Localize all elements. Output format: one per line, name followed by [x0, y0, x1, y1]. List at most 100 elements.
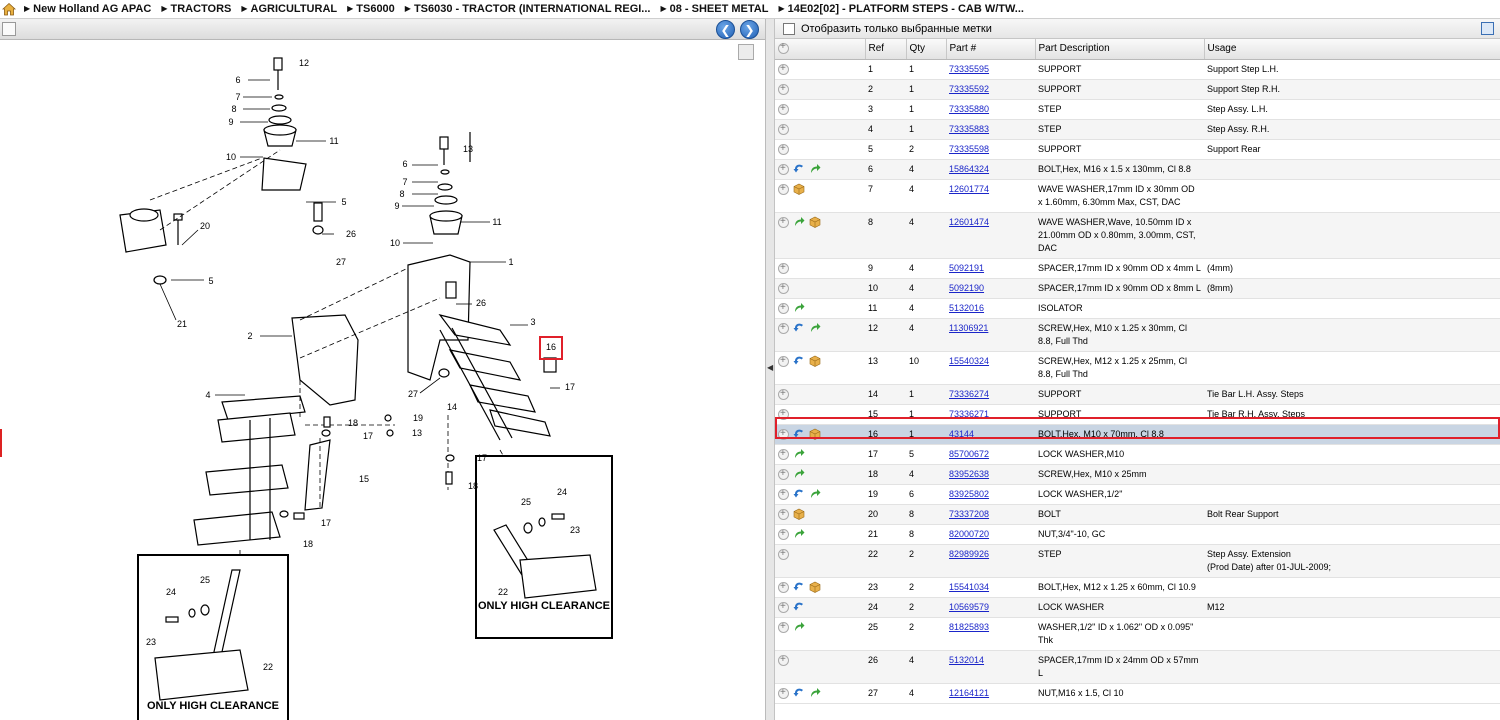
callout-27b[interactable]: 27 — [408, 389, 418, 399]
row-actions[interactable] — [775, 258, 865, 279]
package-icon[interactable] — [793, 183, 805, 195]
callout-7[interactable]: 7 — [235, 92, 240, 102]
forward-arrow-icon[interactable] — [793, 302, 805, 314]
callout-18c[interactable]: 18 — [303, 539, 313, 549]
part-number-link[interactable]: 73335598 — [949, 143, 990, 154]
add-to-cart-icon[interactable] — [778, 182, 789, 195]
header-part[interactable]: Part # — [946, 39, 1036, 60]
replace-arrow-icon[interactable] — [793, 601, 805, 613]
row-actions[interactable] — [775, 159, 865, 180]
callout-3[interactable]: 3 — [530, 317, 535, 327]
row-actions[interactable] — [775, 179, 865, 213]
breadcrumb-item[interactable]: 08 - SHEET METAL — [660, 3, 769, 15]
header-expand-all[interactable] — [775, 39, 866, 60]
callout-4[interactable]: 4 — [205, 390, 210, 400]
callout-26[interactable]: 26 — [346, 229, 356, 239]
forward-arrow-icon[interactable] — [809, 322, 821, 334]
row-actions[interactable] — [775, 298, 865, 319]
expand-all-icon[interactable] — [778, 41, 789, 55]
forward-arrow-icon[interactable] — [793, 621, 805, 633]
add-to-cart-icon[interactable] — [778, 447, 789, 460]
part-number-link[interactable]: 82989926 — [949, 548, 990, 559]
callout-21[interactable]: 21 — [177, 319, 187, 329]
part-number-link[interactable]: 85700672 — [949, 448, 990, 459]
forward-arrow-icon[interactable] — [809, 687, 821, 699]
add-to-cart-icon[interactable] — [778, 261, 789, 274]
replace-arrow-icon[interactable] — [793, 322, 805, 334]
forward-arrow-icon[interactable] — [793, 216, 805, 228]
callout-17b[interactable]: 17 — [363, 431, 373, 441]
callout-15[interactable]: 15 — [359, 474, 369, 484]
callout-6[interactable]: 6 — [235, 75, 240, 85]
row-actions[interactable] — [775, 597, 865, 618]
part-number-link[interactable]: 73336271 — [949, 408, 990, 419]
callout-9b[interactable]: 9 — [394, 201, 399, 211]
header-description[interactable]: Part Description — [1035, 39, 1205, 60]
row-actions[interactable] — [775, 119, 865, 140]
breadcrumb-item[interactable]: AGRICULTURAL — [241, 3, 338, 15]
part-number-link[interactable]: 12601474 — [949, 216, 990, 227]
row-actions[interactable] — [775, 544, 865, 578]
callout-11b[interactable]: 11 — [492, 217, 501, 227]
row-actions[interactable] — [775, 484, 865, 505]
part-number-link[interactable]: 73335883 — [949, 123, 990, 134]
part-number-link[interactable]: 11306921 — [949, 322, 989, 333]
callout-23b[interactable]: 23 — [146, 637, 156, 647]
callout-6b[interactable]: 6 — [402, 159, 407, 169]
package-icon[interactable] — [809, 355, 821, 367]
forward-arrow-icon[interactable] — [793, 528, 805, 540]
part-number-link[interactable]: 73337208 — [949, 508, 990, 519]
row-actions[interactable] — [775, 617, 865, 651]
callout-24[interactable]: 24 — [557, 487, 567, 497]
previous-page-button[interactable]: ❮ — [716, 20, 735, 39]
callout-22[interactable]: 22 — [498, 587, 508, 597]
row-actions[interactable] — [775, 384, 865, 405]
add-to-cart-icon[interactable] — [778, 102, 789, 115]
row-actions[interactable] — [775, 59, 865, 80]
callout-10[interactable]: 10 — [226, 152, 236, 162]
callout-22b[interactable]: 22 — [263, 662, 273, 672]
part-number-link[interactable]: 82000720 — [949, 528, 990, 539]
callout-17d[interactable]: 17 — [321, 518, 331, 528]
breadcrumb-item[interactable]: TS6000 — [347, 3, 395, 15]
row-actions[interactable] — [775, 444, 865, 465]
add-to-cart-icon[interactable] — [778, 354, 789, 367]
add-to-cart-icon[interactable] — [778, 467, 789, 480]
row-actions[interactable] — [775, 577, 865, 598]
replace-arrow-icon[interactable] — [793, 428, 805, 440]
callout-10b[interactable]: 10 — [390, 238, 400, 248]
add-to-cart-icon[interactable] — [778, 427, 789, 440]
row-actions[interactable] — [775, 278, 865, 299]
row-actions[interactable] — [775, 318, 865, 352]
add-to-cart-icon[interactable] — [778, 162, 789, 175]
callout-23[interactable]: 23 — [570, 525, 580, 535]
callout-5[interactable]: 5 — [341, 197, 346, 207]
part-number-link[interactable]: 83952638 — [949, 468, 990, 479]
part-number-link[interactable]: 83925802 — [949, 488, 990, 499]
row-actions[interactable] — [775, 683, 865, 704]
package-icon[interactable] — [809, 581, 821, 593]
part-number-link[interactable]: 81825893 — [949, 621, 990, 632]
breadcrumb-item[interactable]: 14E02[02] - PLATFORM STEPS - CAB W/TW... — [778, 3, 1024, 15]
add-to-cart-icon[interactable] — [778, 142, 789, 155]
part-number-link[interactable]: 5132014 — [949, 654, 985, 665]
callout-8b[interactable]: 8 — [399, 189, 404, 199]
pane-splitter[interactable]: ◀ — [766, 19, 775, 720]
package-icon[interactable] — [809, 428, 821, 440]
collapse-arrow-icon[interactable]: ◀ — [767, 363, 774, 372]
part-number-link[interactable]: 10569579 — [949, 601, 990, 612]
